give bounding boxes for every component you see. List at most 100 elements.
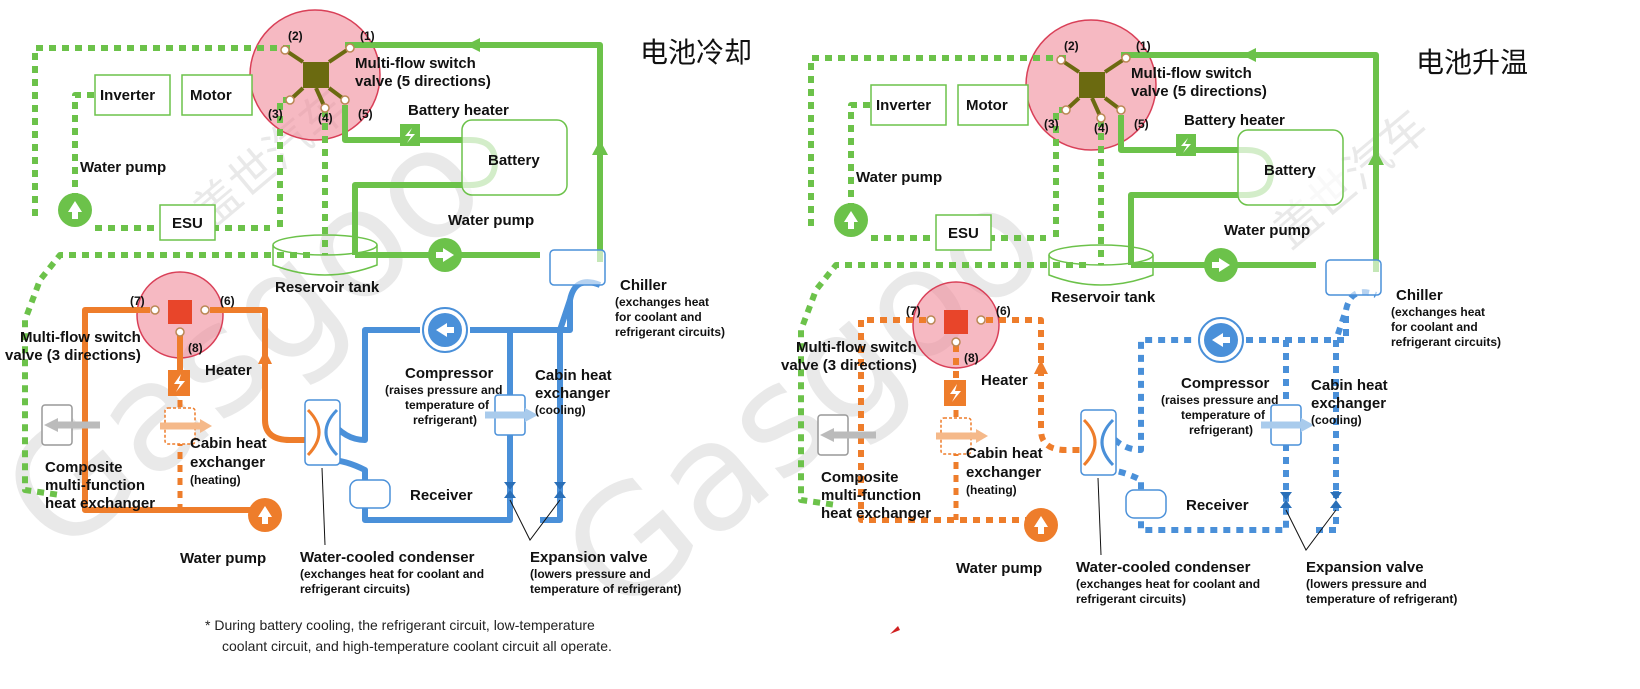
composite-arrow [820, 428, 834, 442]
port-7-label: (7) [906, 304, 921, 318]
port-2-label: (2) [1064, 39, 1079, 53]
expansion-label-2: (lowers pressure and [1306, 577, 1427, 591]
expansion-valve-1 [1280, 492, 1292, 508]
cabin-heat-arrow [200, 419, 212, 433]
port-3-label: (3) [268, 107, 283, 121]
compressor-ring [1198, 317, 1244, 363]
cabin-heat-label-1: Cabin heat [190, 435, 267, 452]
chiller-box [549, 249, 606, 286]
valve3-port-8 [951, 337, 961, 347]
water-pump-c-icon [248, 498, 282, 532]
chiller-sub-2: for coolant and [615, 310, 702, 324]
receiver-box [1125, 489, 1167, 519]
expansion-label-2: (lowers pressure and [530, 567, 651, 581]
chiller-sub-3: refrigerant circuits) [615, 325, 725, 339]
orange-flow-arrow [1034, 360, 1048, 374]
expansion-label-3: temperature of refrigerant) [1306, 592, 1457, 606]
compressor-label: Compressor [1181, 375, 1270, 392]
inverter-box [870, 84, 947, 126]
water-pump-a-icon [834, 203, 868, 237]
valve5-label-1: Multi-flow switch [355, 55, 476, 72]
footnote: * During battery cooling, the refrigeran… [205, 617, 612, 654]
battery-label: Battery [1264, 162, 1316, 179]
cabin-heat-arrow [976, 429, 988, 443]
port-1-label: (1) [360, 29, 375, 43]
composite-label-1: Composite [821, 469, 899, 486]
pipe-green-top-left [32, 45, 290, 220]
cabin-cool-label-2: exchanger [535, 385, 610, 402]
reservoir-label: Reservoir tank [275, 279, 380, 296]
expansion-label-1: Expansion valve [530, 549, 648, 566]
water-pump-b-icon [428, 238, 462, 272]
expansion-valve-2 [1330, 492, 1342, 508]
composite-label-3: heat exchanger [45, 495, 155, 512]
valve3-label-1: Multi-flow switch [796, 339, 917, 356]
pipe-orange-right [210, 307, 305, 443]
expansion-leader [509, 499, 561, 541]
chiller-sub-1: (exchanges heat [1391, 305, 1485, 319]
green-top-arrow [466, 38, 480, 52]
chiller-label: Chiller [1396, 287, 1443, 304]
valve5-port-2 [345, 43, 355, 53]
water-pump-a-label: Water pump [80, 159, 166, 176]
valve5-port-3 [1061, 105, 1071, 115]
pipe-green-composite-loop [22, 252, 310, 498]
reservoir-body [272, 245, 378, 276]
valve3-port-8 [175, 327, 185, 337]
pipe-green-composite-loop [798, 262, 1086, 508]
cabin-heat-label-3: (heating) [966, 483, 1017, 497]
water-pump-b-label: Water pump [1224, 222, 1310, 239]
esu-label: ESU [948, 225, 979, 242]
compressor-icon [1204, 323, 1238, 357]
footnote-line-2: coolant circuit, and high-temperature co… [222, 638, 612, 654]
battery-heater-label: Battery heater [1184, 112, 1285, 129]
valve3-label-1: Multi-flow switch [20, 329, 141, 346]
battery-label: Battery [488, 152, 540, 169]
water-pump-c-label: Water pump [956, 560, 1042, 577]
pipe-green-top-left [808, 55, 1066, 230]
port-2-label: (2) [288, 29, 303, 43]
condenser-leader [1097, 477, 1102, 556]
expansion-label-3: temperature of refrigerant) [530, 582, 681, 596]
expansion-valve-2 [554, 482, 566, 498]
battery-box [1237, 129, 1344, 206]
valve3-port-7 [926, 315, 936, 325]
pipe-blue-to-chiller [470, 279, 602, 333]
port-8-label: (8) [188, 341, 203, 355]
cabin-cool-label-2: exchanger [1311, 395, 1386, 412]
reservoir-label: Reservoir tank [1051, 289, 1156, 306]
valve3-port-6 [200, 305, 210, 315]
valve3-label-2: valve (3 directions) [5, 347, 141, 364]
valve5-label-1: Multi-flow switch [1131, 65, 1252, 82]
pipe-green-pump-to-inverter [72, 92, 95, 200]
inverter-label: Inverter [100, 87, 155, 104]
compressor-icon [428, 313, 462, 347]
pipe-green-solid-top [1121, 52, 1379, 272]
condenser-label-1: Water-cooled condenser [300, 549, 475, 566]
expansion-valve-1 [504, 482, 516, 498]
motor-box [957, 84, 1029, 126]
chiller-sub-2: for coolant and [1391, 320, 1478, 334]
compressor-sub-3: refrigerant) [413, 413, 477, 427]
esu-box [935, 214, 992, 251]
water-pump-b-icon [1204, 248, 1238, 282]
condenser-inner-blue [324, 408, 339, 457]
esu-label: ESU [172, 215, 203, 232]
heater-icon [950, 384, 961, 402]
heater-label: Heater [981, 372, 1028, 389]
receiver-box [349, 479, 391, 509]
condenser-box [1080, 409, 1117, 476]
compressor-sub-2: temperature of [405, 398, 490, 412]
compressor-sub-3: refrigerant) [1189, 423, 1253, 437]
inverter-box [94, 74, 171, 116]
cabin-cool-arrow [525, 408, 538, 422]
port-7-label: (7) [130, 294, 145, 308]
expansion-label-1: Expansion valve [1306, 559, 1424, 576]
condenser-label-3: refrigerant circuits) [1076, 592, 1186, 606]
port-5-label: (5) [358, 107, 373, 121]
valve3-body [944, 310, 968, 334]
valve3-port-7 [150, 305, 160, 315]
heater-icon [174, 374, 185, 392]
